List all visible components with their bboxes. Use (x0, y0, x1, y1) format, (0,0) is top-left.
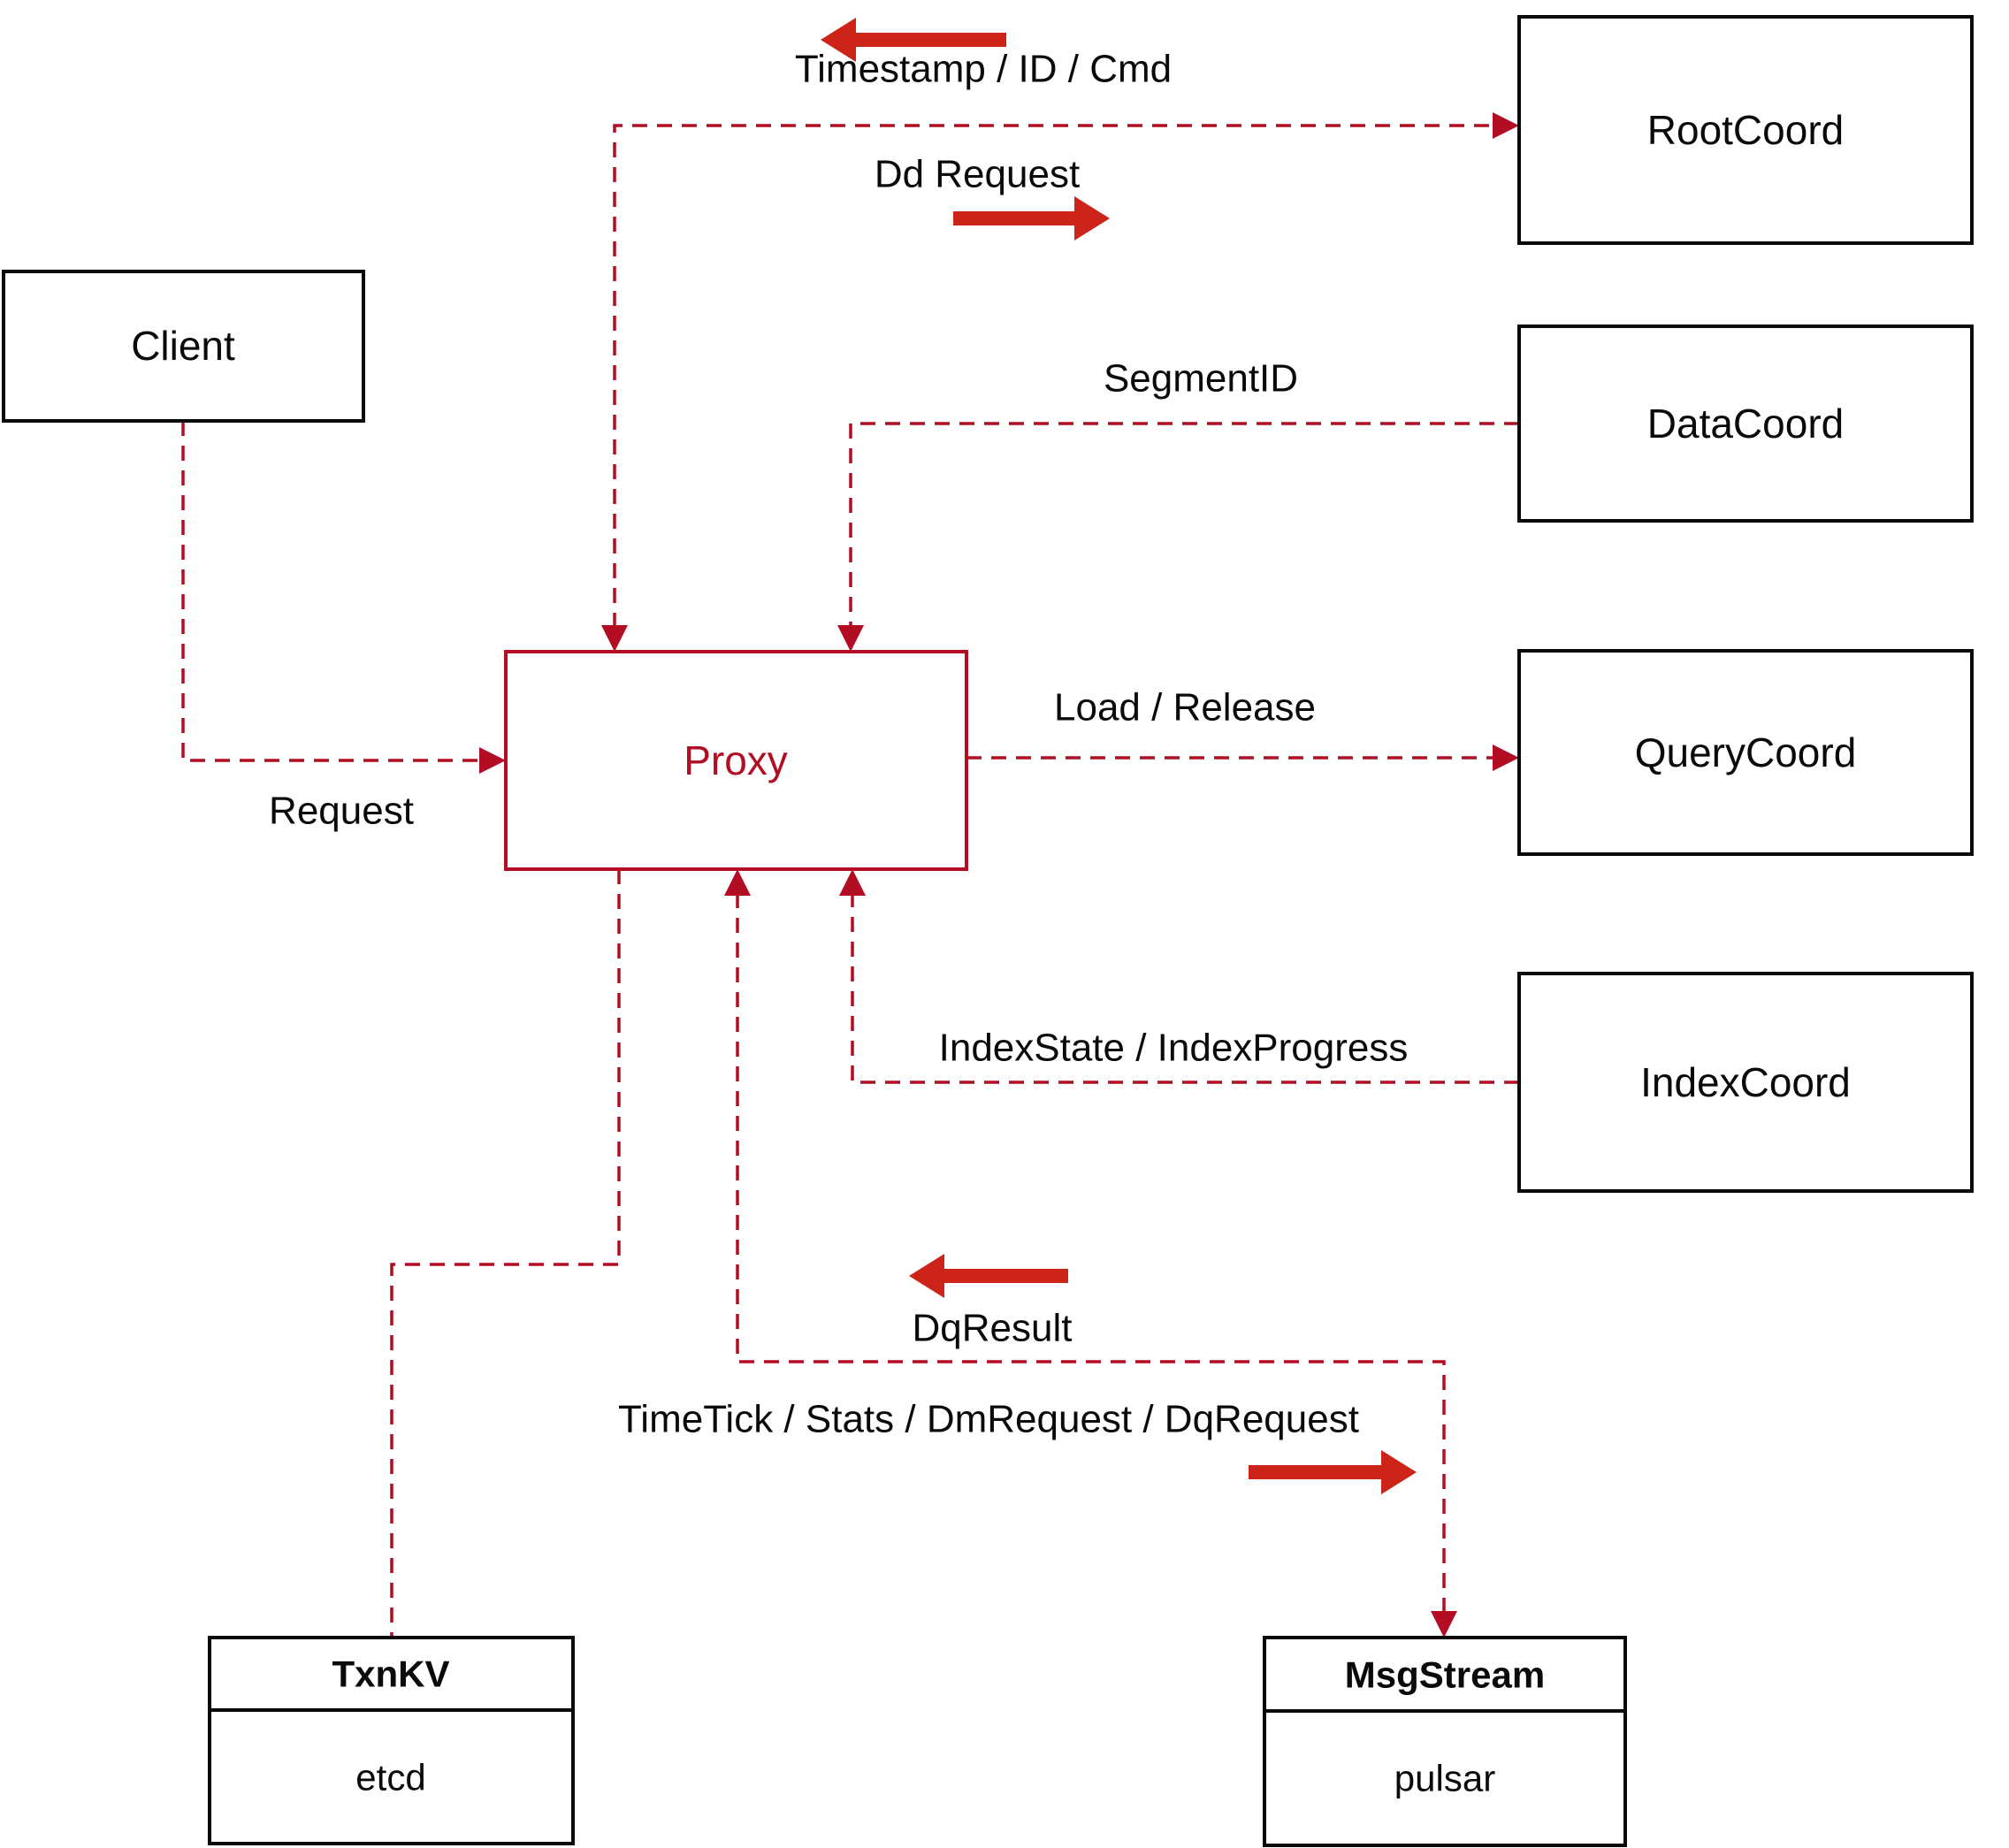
indexcoord-node (1517, 972, 1974, 1193)
proxy-label: Proxy (684, 737, 788, 783)
arrowhead-into-rootcoord (1493, 112, 1519, 139)
arrowhead-into-querycoord (1493, 745, 1519, 771)
arrowhead-into-msgstream (1431, 1611, 1457, 1638)
msgstream-subtitle: pulsar (1394, 1758, 1495, 1799)
right-arrow-icon (1249, 1450, 1417, 1494)
arrowhead-into-proxy-left (479, 747, 506, 774)
rootcoord-label: RootCoord (1647, 107, 1844, 153)
edge-label-request: Request (269, 790, 414, 833)
edge-label-dd-request: Dd Request (875, 153, 1080, 196)
client-label: Client (131, 323, 235, 369)
left-arrow-icon (821, 18, 1006, 62)
querycoord-node (1517, 649, 1974, 856)
edge-label-segment-id: SegmentID (1104, 357, 1298, 401)
edge-datacoord-to-proxy (849, 422, 1519, 628)
datacoord-label: DataCoord (1647, 401, 1844, 447)
rootcoord-node (1517, 15, 1974, 245)
txnkv-node (208, 1636, 575, 1845)
proxy-node (504, 650, 968, 871)
edge-label-dq-result: DqResult (913, 1307, 1073, 1350)
edge-label-load-release: Load / Release (1054, 686, 1316, 729)
querycoord-label: QueryCoord (1635, 729, 1857, 775)
left-arrow-icon (909, 1254, 1068, 1298)
msgstream-title: MsgStream (1345, 1654, 1545, 1696)
msgstream-node (1263, 1636, 1627, 1847)
edge-label-timestamp-id-cmd: Timestamp / ID / Cmd (795, 48, 1172, 91)
txnkv-subtitle: etcd (355, 1757, 425, 1798)
edge-label-index-state: IndexState / IndexProgress (939, 1027, 1409, 1070)
arrowhead-into-proxy-top-left (601, 625, 628, 652)
edge-indexcoord-to-proxy (851, 893, 1519, 1084)
edge-client-to-proxy (181, 421, 482, 762)
arrowhead-into-proxy-bottom-mid (724, 869, 751, 896)
right-arrow-icon (953, 196, 1110, 241)
arrowhead-into-proxy-top-right (837, 625, 864, 652)
txnkv-title: TxnKV (332, 1653, 449, 1695)
datacoord-node (1517, 325, 1974, 523)
arrowhead-into-proxy-bottom-right (839, 869, 866, 896)
edge-label-timetick: TimeTick / Stats / DmRequest / DqRequest (618, 1398, 1359, 1441)
edge-proxy-msgstream (736, 893, 1446, 1614)
client-node (2, 270, 365, 423)
edge-proxy-rootcoord (613, 124, 1494, 628)
indexcoord-label: IndexCoord (1640, 1059, 1851, 1105)
edge-proxy-to-txnkv (390, 869, 621, 1638)
